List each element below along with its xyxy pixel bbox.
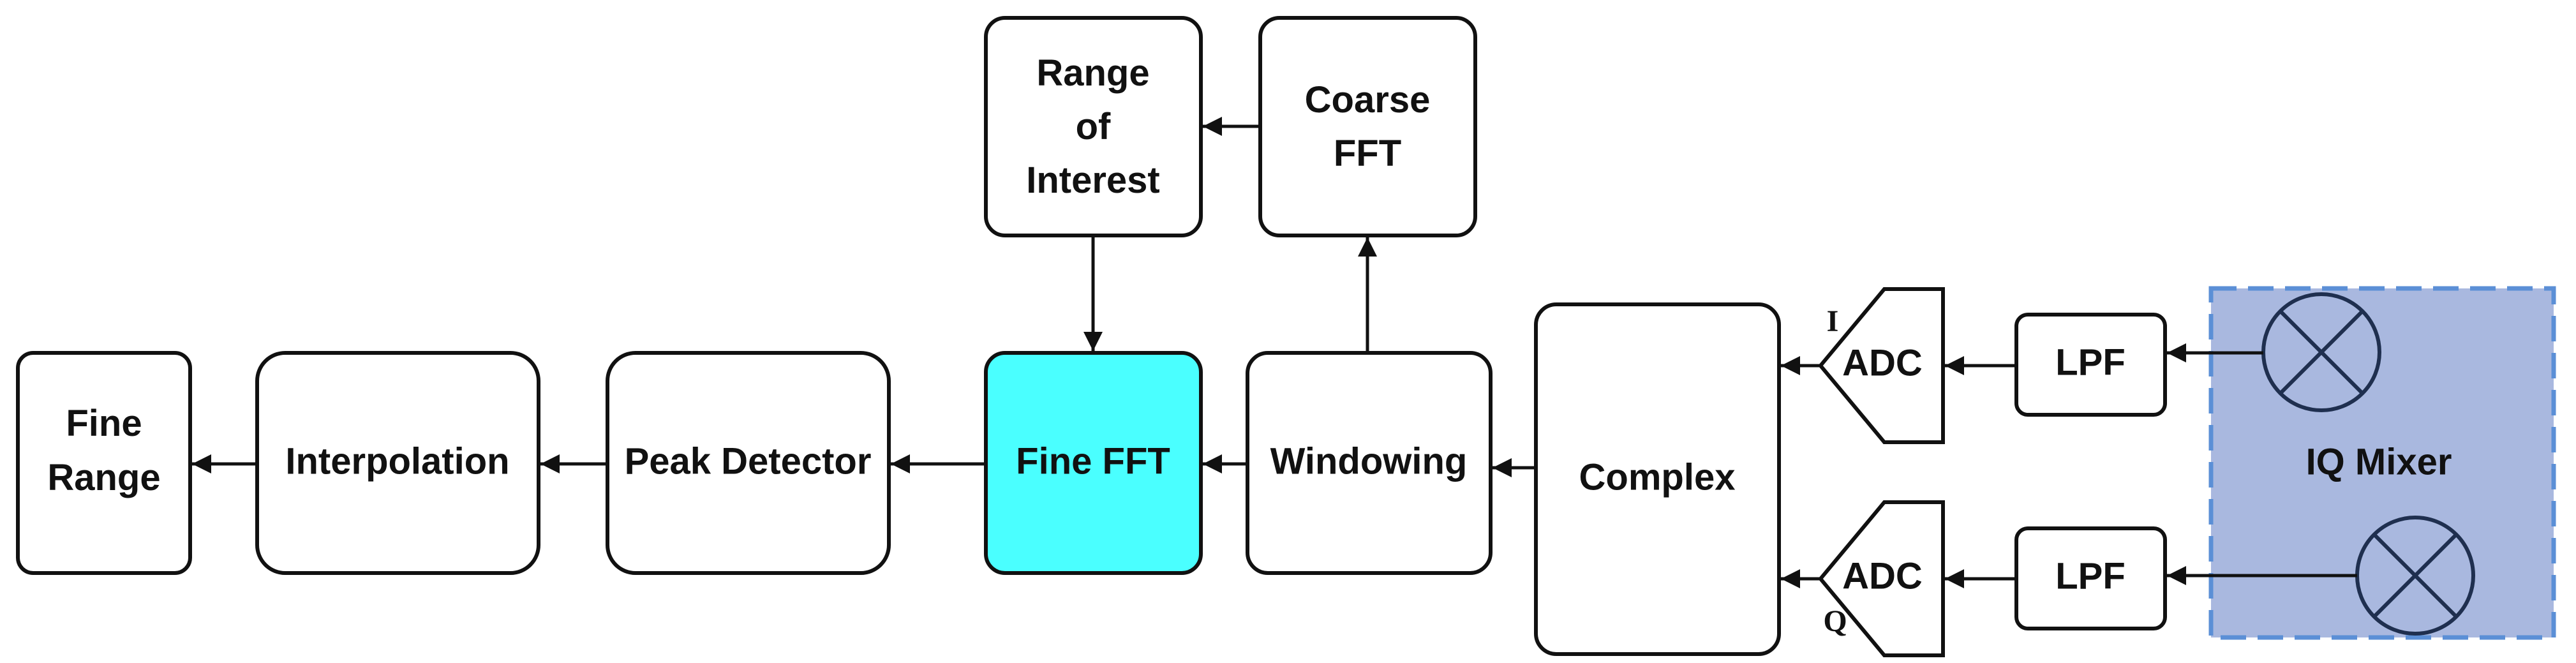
range-of-interest-line2: of <box>1076 106 1111 147</box>
interpolation-block: Interpolation <box>255 351 540 575</box>
windowing-label: Windowing <box>1270 440 1468 482</box>
fine-range-block: Fine Range <box>16 351 192 575</box>
fine-fft-label: Fine FFT <box>1016 440 1170 482</box>
peak-detector-label: Peak Detector <box>625 440 872 482</box>
adc-i-label: ADC <box>1842 342 1923 384</box>
coarse-fft-block: Coarse FFT <box>1258 16 1477 237</box>
fine-range-label-line2: Range <box>47 457 160 498</box>
fine-range-label-line1: Fine <box>66 403 142 444</box>
complex-block: Complex <box>1534 302 1781 656</box>
lpf-bottom-label: LPF <box>2055 555 2126 597</box>
iq-mixer-label: IQ Mixer <box>2306 441 2452 482</box>
iq-mixer-background <box>2208 286 2556 640</box>
adc-q-label: ADC <box>1842 555 1923 597</box>
connectors <box>192 117 2357 588</box>
channel-i-label: I <box>1827 304 1839 338</box>
coarse-fft-line2: FFT <box>1334 133 1401 174</box>
fine-fft-block: Fine FFT <box>984 351 1203 575</box>
lpf-top-block: LPF <box>2014 313 2167 417</box>
channel-q-label: Q <box>1823 604 1847 638</box>
interpolation-label: Interpolation <box>285 440 509 482</box>
complex-label: Complex <box>1579 456 1736 498</box>
lpf-top-label: LPF <box>2055 341 2126 383</box>
mixer-bottom-icon <box>2355 516 2475 636</box>
peak-detector-block: Peak Detector <box>606 351 891 575</box>
iq-mixer-region: IQ Mixer <box>2208 286 2556 640</box>
range-of-interest-line1: Range <box>1036 52 1149 94</box>
windowing-block: Windowing <box>1246 351 1493 575</box>
coarse-fft-line1: Coarse <box>1305 79 1431 121</box>
lpf-bottom-block: LPF <box>2014 526 2167 630</box>
range-of-interest-line3: Interest <box>1026 160 1160 201</box>
range-of-interest-block: Range of Interest <box>984 16 1203 237</box>
adc-q-block: ADC Q <box>1818 500 1945 657</box>
adc-i-block: ADC I <box>1818 287 1945 444</box>
